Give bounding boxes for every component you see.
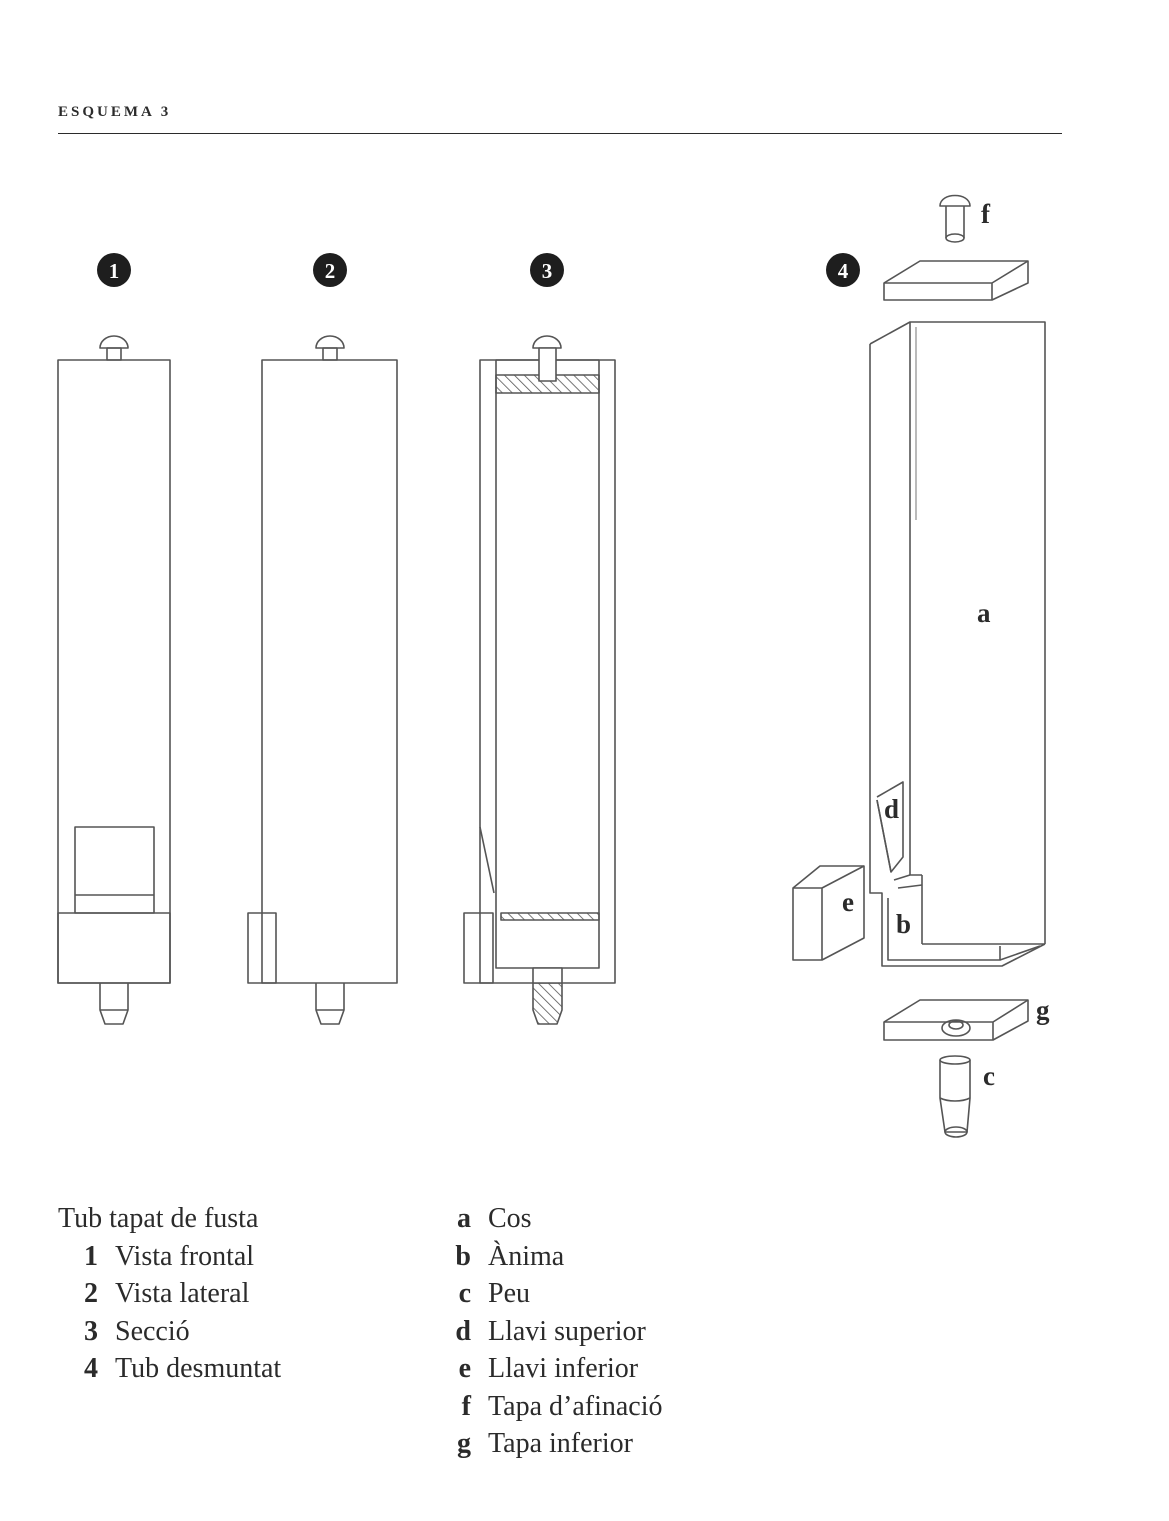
legend-key: 1 [84, 1240, 98, 1272]
view-badge-4-number: 4 [838, 259, 849, 283]
part-label-a: a [977, 598, 991, 628]
section-view [463, 335, 616, 1025]
part-label-g: g [1036, 995, 1050, 1025]
parts-legend: a Cos b Ànima c Peu d Llavi superior e L… [432, 1200, 663, 1463]
legend-row: c Peu [432, 1275, 663, 1313]
legend-key: e [458, 1353, 471, 1384]
legend-label: Llavi superior [488, 1315, 646, 1347]
views-legend: Tub tapat de fusta 1 Vista frontal 2 Vis… [58, 1200, 281, 1388]
legend-label: Ànima [488, 1240, 565, 1272]
part-label-c: c [983, 1061, 995, 1091]
view-badge-3-number: 3 [542, 259, 553, 283]
exploded-view [792, 194, 1046, 1138]
front-view [57, 335, 171, 1025]
diagram-title: ESQUEMA 3 [58, 104, 172, 120]
legend-row: f Tapa d’afinació [432, 1388, 663, 1426]
view-badge-2: 2 [313, 253, 347, 287]
part-d-upper-lip [876, 781, 904, 873]
legend-label: Secció [115, 1315, 190, 1347]
legend-label: Tub desmuntat [115, 1353, 282, 1384]
part-label-d: d [884, 794, 899, 824]
legend-label: Vista lateral [115, 1278, 250, 1309]
legend-key: c [458, 1278, 471, 1309]
legend-label: Peu [488, 1278, 530, 1309]
view-badge-2-number: 2 [325, 259, 336, 283]
legend-row: 4 Tub desmuntat [58, 1350, 281, 1388]
legend-key: a [457, 1203, 471, 1234]
legend-title: Tub tapat de fusta [58, 1203, 259, 1234]
legend-row: e Llavi inferior [432, 1350, 663, 1388]
view-badge-3: 3 [530, 253, 564, 287]
legend-key: d [455, 1315, 471, 1347]
part-label-b: b [896, 909, 911, 939]
legend-label: Cos [488, 1203, 532, 1234]
legend-row: 1 Vista frontal [58, 1238, 281, 1276]
part-c-foot [939, 1055, 971, 1138]
view-badge-4: 4 [826, 253, 860, 287]
legend-key: 3 [84, 1315, 98, 1347]
legend-label: Vista frontal [115, 1240, 255, 1272]
legend-label: Tapa d’afinació [488, 1390, 663, 1422]
legend-key: f [461, 1390, 471, 1422]
legend-row: 2 Vista lateral [58, 1275, 281, 1313]
part-e-lower-lip [792, 865, 865, 961]
view-badge-1-number: 1 [109, 259, 120, 283]
top-cap [883, 260, 1029, 301]
legend-row: g Tapa inferior [432, 1425, 663, 1463]
part-f-tuning-stopper [939, 194, 971, 243]
part-g-bottom-cap [883, 999, 1029, 1041]
legend-row: d Llavi superior [432, 1313, 663, 1351]
header-rule [58, 133, 1062, 134]
legend-key: 2 [84, 1278, 98, 1309]
legend-label: Llavi inferior [488, 1353, 639, 1384]
part-label-e: e [842, 887, 854, 917]
legend-key: b [455, 1240, 471, 1272]
legend-label: Tapa inferior [488, 1428, 633, 1459]
legend-row: a Cos [432, 1200, 663, 1238]
part-a-body [869, 321, 1046, 967]
legend-key: 4 [84, 1353, 98, 1384]
part-label-f: f [981, 199, 991, 229]
side-view [247, 335, 398, 1025]
legend-key: g [457, 1428, 471, 1459]
legend-row: b Ànima [432, 1238, 663, 1276]
legend-row: 3 Secció [58, 1313, 281, 1351]
view-badge-1: 1 [97, 253, 131, 287]
